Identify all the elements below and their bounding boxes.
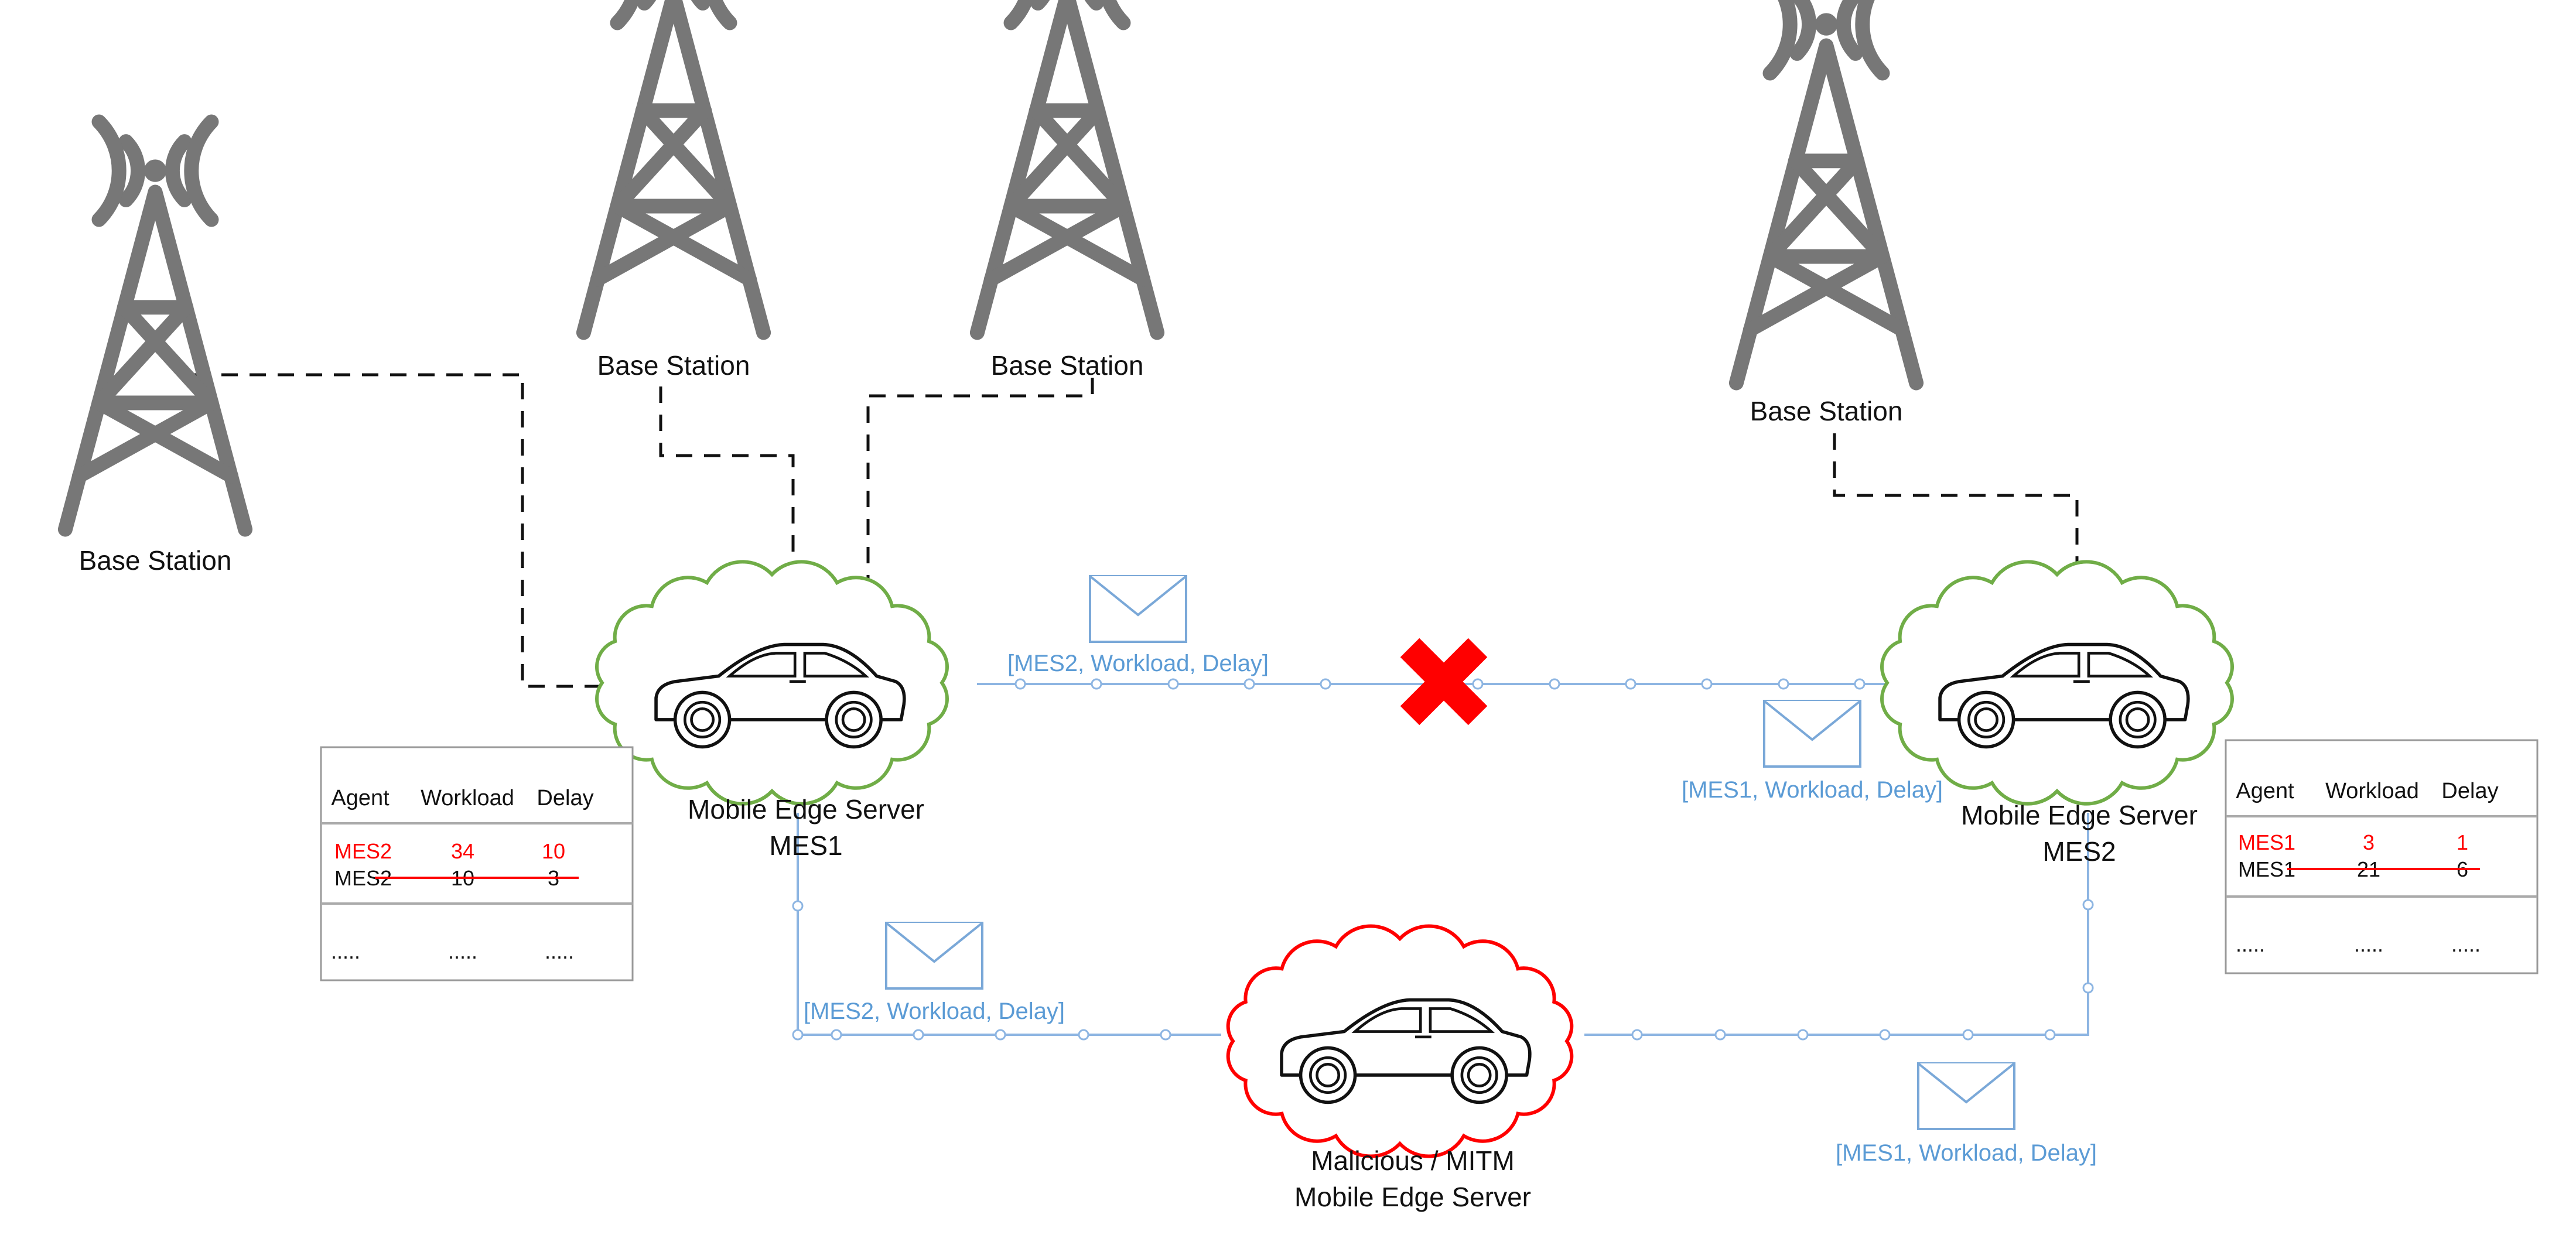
ellipsis-agent: .....: [2236, 932, 2265, 956]
message-bottom-right-label: [MES1, Workload, Delay]: [1836, 1140, 2097, 1166]
mes2-label-line2: MES2: [2042, 836, 2116, 867]
mitm-label-line1: Malicious / MITM: [1311, 1145, 1515, 1176]
link-node: [1549, 678, 1560, 690]
forged-row-delay: 10: [542, 839, 565, 863]
link-node: [1714, 1029, 1726, 1041]
link-node: [995, 1029, 1006, 1041]
wired-connections: [193, 373, 2079, 688]
table-header-delay: Delay: [537, 786, 593, 810]
wire-bs4-mes2: [1833, 433, 2079, 579]
base-station-1: [65, 122, 245, 529]
forged-row-agent: MES2: [334, 839, 392, 863]
message-top-left: [1089, 575, 1187, 643]
message-top-right: [1763, 700, 1861, 768]
envelope-icon: [1763, 700, 1861, 768]
link-node: [1160, 1029, 1171, 1041]
radio-tower-icon: [65, 122, 245, 529]
link-node: [1472, 678, 1484, 690]
link-node: [831, 1029, 842, 1041]
envelope-icon: [885, 922, 983, 990]
mes1-label-line1: Mobile Edge Server: [688, 794, 924, 825]
mes2-label-line1: Mobile Edge Server: [1961, 800, 2198, 830]
link-node: [1091, 678, 1102, 690]
link-node: [1797, 1029, 1809, 1041]
forged-row-delay: 1: [2457, 830, 2468, 854]
wire-bs1-mes1: [193, 373, 600, 688]
red-x-icon: [1400, 638, 1488, 726]
routing-table-mes1: Agent Workload Delay MES2 34 10 MES2 10 …: [320, 746, 634, 981]
forged-row-workload: 3: [2363, 830, 2375, 854]
table-header-workload: Workload: [421, 786, 514, 810]
ellipsis-delay: .....: [545, 939, 574, 963]
routing-table-mes2: Agent Workload Delay MES1 3 1 MES1 21 6 …: [2225, 739, 2539, 974]
message-bottom-left: [885, 922, 983, 990]
table-header-workload: Workload: [2325, 779, 2419, 803]
message-bottom-left-label: [MES2, Workload, Delay]: [804, 998, 1065, 1024]
table-header-agent: Agent: [331, 786, 390, 810]
ellipsis-workload: .....: [2354, 932, 2383, 956]
envelope-icon: [1089, 575, 1187, 643]
base-station-2: [583, 0, 763, 333]
link-mitm-mes2: [1584, 813, 2089, 1036]
base-station-1-label: Base Station: [79, 545, 232, 576]
link-node: [2082, 982, 2094, 994]
ellipsis-delay: .....: [2451, 932, 2481, 956]
link-node: [1701, 678, 1713, 690]
link-node: [2044, 1029, 2056, 1041]
table-header-delay: Delay: [2441, 779, 2498, 803]
wire-bs2-mes1: [659, 386, 795, 579]
link-node: [913, 1029, 924, 1041]
link-node: [1078, 1029, 1089, 1041]
forged-row-agent: MES1: [2238, 830, 2295, 854]
message-top-right-label: [MES1, Workload, Delay]: [1682, 777, 1943, 803]
base-station-4: [1736, 0, 1916, 383]
base-station-3-label: Base Station: [991, 350, 1144, 381]
forged-row-workload: 34: [451, 839, 474, 863]
base-station-3: [977, 0, 1157, 333]
link-node: [1962, 1029, 1974, 1041]
radio-tower-icon: [1736, 0, 1916, 383]
link-node: [2082, 899, 2094, 911]
link-node: [792, 1029, 804, 1041]
radio-tower-icon: [977, 0, 1157, 333]
table-header-agent: Agent: [2236, 779, 2294, 803]
message-bottom-right: [1917, 1062, 2015, 1130]
struck-row-agent: MES1: [2238, 857, 2295, 881]
ellipsis-agent: .....: [331, 939, 360, 963]
link-node: [1854, 678, 1866, 690]
link-node: [1631, 1029, 1643, 1041]
wire-bs3-mes1: [866, 378, 1094, 579]
message-top-left-label: [MES2, Workload, Delay]: [1007, 651, 1269, 676]
link-node: [792, 900, 804, 912]
link-nodes: [792, 678, 2094, 1041]
link-node: [1625, 678, 1637, 690]
mes1-label-line2: MES1: [769, 830, 842, 861]
link-node: [1243, 678, 1255, 690]
base-station-4-label: Base Station: [1750, 396, 1903, 426]
envelope-icon: [1917, 1062, 2015, 1130]
link-node: [1014, 678, 1026, 690]
base-station-2-label: Base Station: [597, 350, 750, 381]
link-node: [1320, 678, 1331, 690]
radio-tower-icon: [583, 0, 763, 333]
link-node: [1167, 678, 1179, 690]
ellipsis-workload: .....: [448, 939, 477, 963]
link-node: [1778, 678, 1789, 690]
mitm-label-line2: Mobile Edge Server: [1294, 1182, 1531, 1212]
link-node: [1879, 1029, 1891, 1041]
